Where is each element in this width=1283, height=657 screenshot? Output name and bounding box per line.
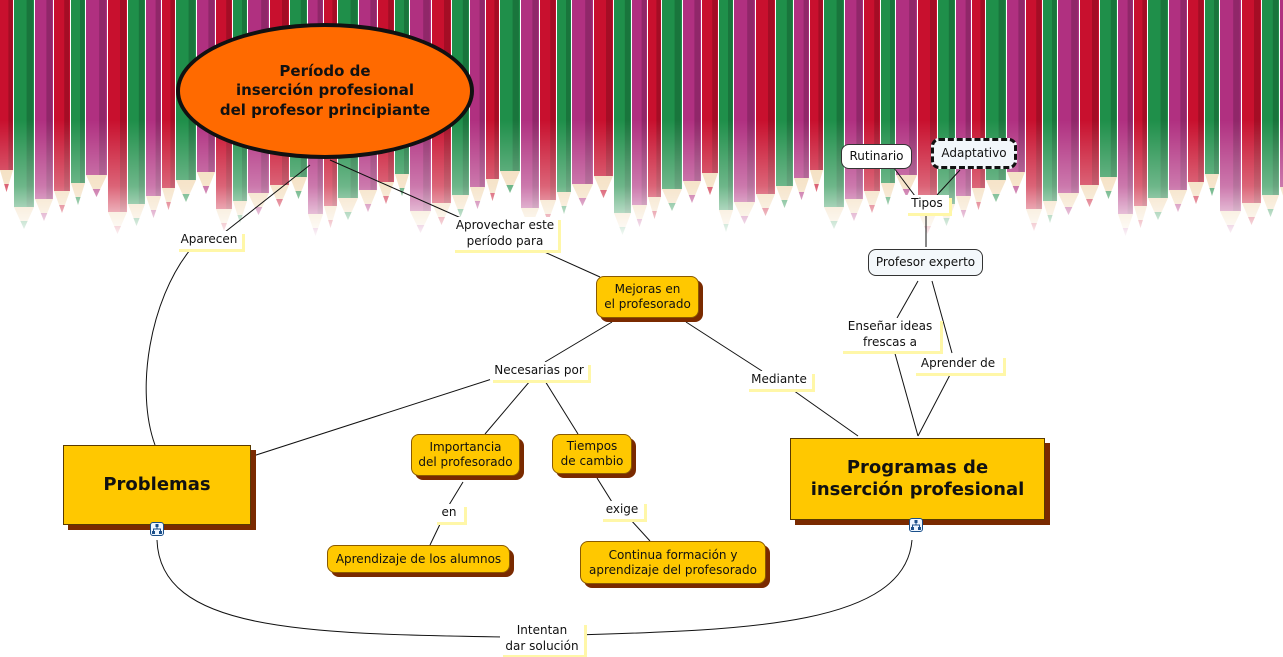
concept-problemas[interactable]: Problemas	[63, 445, 251, 525]
link-label-ensenar: Enseñar ideas frescas a	[840, 318, 940, 352]
concept-aprendizaje-alumnos[interactable]: Aprendizaje de los alumnos	[327, 545, 510, 573]
link-line	[156, 539, 506, 638]
concept-tiempos[interactable]: Tiempos de cambio	[552, 434, 632, 474]
link-line	[145, 249, 191, 446]
link-line	[789, 387, 859, 437]
link-line	[448, 481, 464, 506]
link-line	[429, 519, 443, 546]
link-line	[252, 377, 496, 457]
concept-profesor-experto[interactable]: Profesor experto	[868, 249, 983, 276]
link-label-aparecen: Aparecen	[176, 231, 242, 249]
link-line	[931, 280, 953, 354]
concept-mejoras[interactable]: Mejoras en el profesorado	[596, 276, 699, 318]
link-line	[596, 477, 613, 503]
link-label-en: en	[434, 504, 464, 522]
link-line	[544, 321, 613, 363]
main-topic-oval[interactable]: Período de inserción profesional del pro…	[176, 23, 474, 159]
link-label-intentan: Intentan dar solución	[500, 622, 584, 656]
concept-rutinario[interactable]: Rutinario	[841, 144, 912, 169]
link-line	[329, 159, 471, 223]
link-line	[544, 380, 579, 435]
link-line	[629, 518, 651, 542]
link-label-mediante: Mediante	[746, 371, 812, 389]
link-line	[539, 249, 601, 278]
concept-importancia[interactable]: Importancia del profesorado	[411, 434, 520, 476]
link-line	[893, 167, 916, 197]
link-line	[484, 380, 531, 435]
concept-adaptativo[interactable]: Adaptativo	[931, 138, 1017, 169]
link-line	[896, 280, 919, 319]
link-label-necesarias-por: Necesarias por	[490, 362, 588, 380]
concept-map-link-icon[interactable]	[150, 522, 164, 536]
concept-map-link-icon[interactable]	[909, 518, 923, 532]
link-label-aprovechar: Aprovechar este período para	[452, 217, 558, 251]
concept-programas[interactable]: Programas de inserción profesional	[790, 438, 1045, 520]
link-line	[936, 169, 961, 196]
link-label-exige: exige	[600, 501, 644, 519]
link-line	[917, 370, 953, 437]
concept-continua-formacion[interactable]: Continua formación y aprendizaje del pro…	[580, 541, 766, 584]
link-line	[224, 164, 311, 233]
link-label-aprender-de: Aprender de	[913, 355, 1003, 373]
link-line	[893, 349, 919, 437]
link-label-tipos: Tipos	[905, 195, 949, 213]
link-line	[685, 321, 763, 372]
link-line	[574, 539, 913, 636]
